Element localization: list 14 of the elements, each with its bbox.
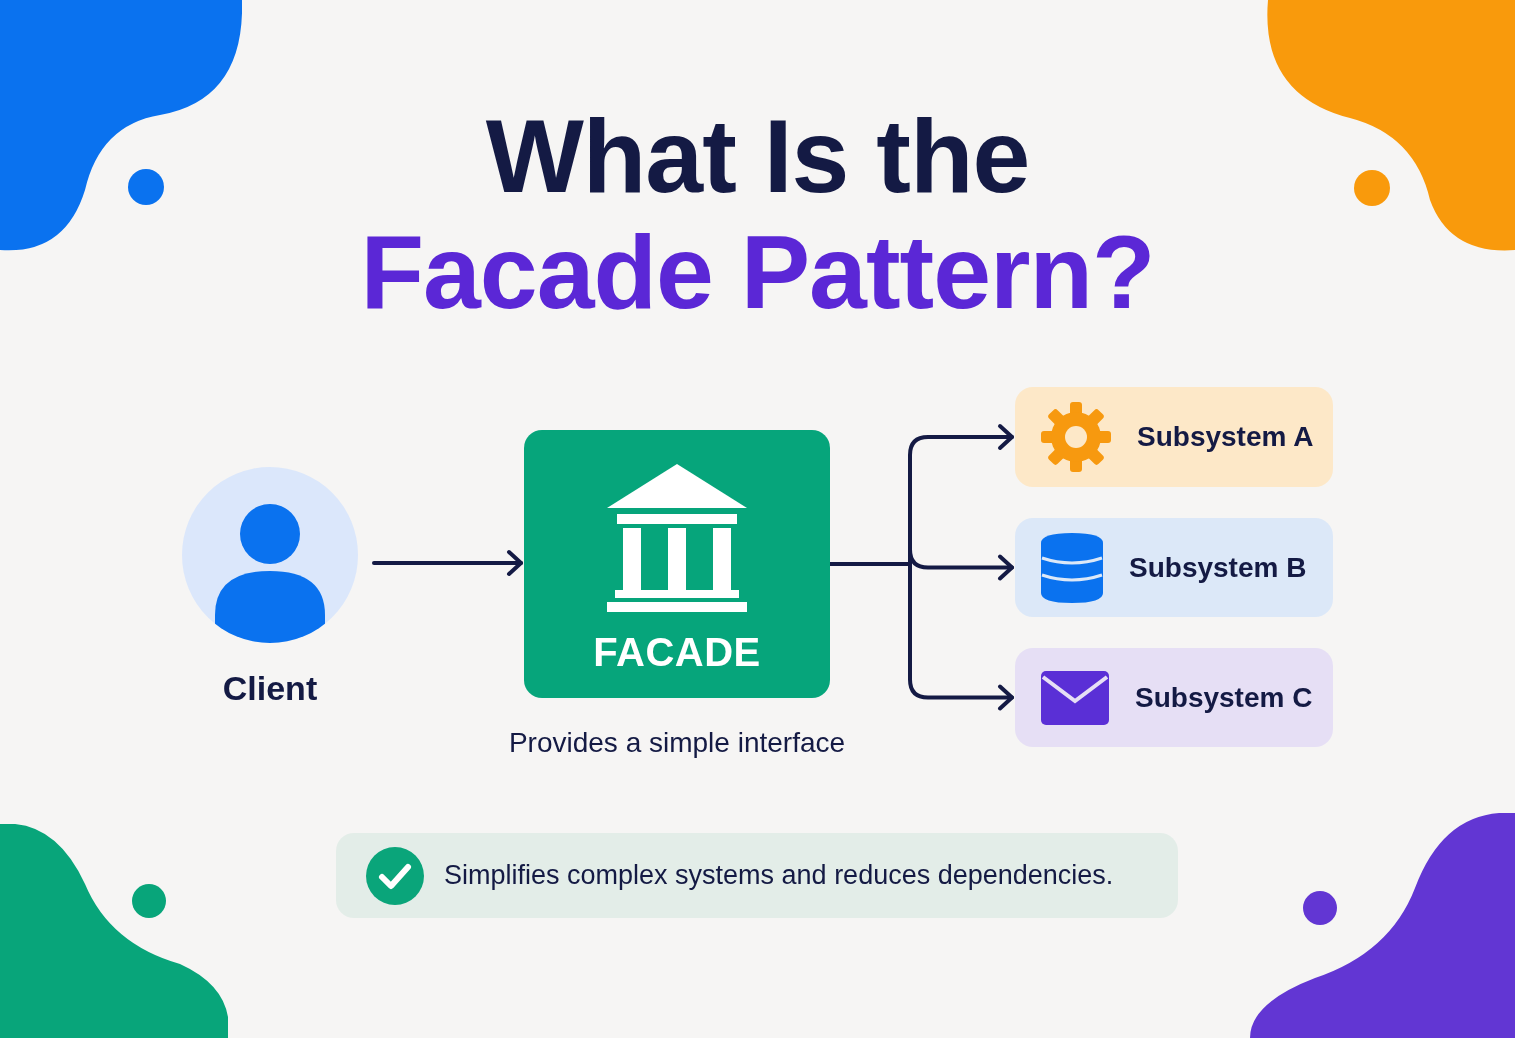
note-text: Simplifies complex systems and reduces dependencies. <box>444 860 1114 891</box>
node-label: Subsystem B <box>1129 551 1307 584</box>
node-label: Subsystem C <box>1135 681 1313 714</box>
node-label: Client <box>222 669 318 708</box>
subsystem-box <box>1015 518 1333 617</box>
facade-box <box>524 430 830 698</box>
note-box <box>336 833 1178 918</box>
subsystem-box <box>1015 648 1333 747</box>
subsystem-box <box>1015 387 1333 487</box>
node-label: Subsystem A <box>1137 421 1314 453</box>
node-caption: Provides a simple interface <box>507 726 847 760</box>
node-label: FACADE <box>593 630 761 675</box>
arrow <box>372 550 523 576</box>
title: What Is the Facade Pattern? <box>360 98 1155 330</box>
